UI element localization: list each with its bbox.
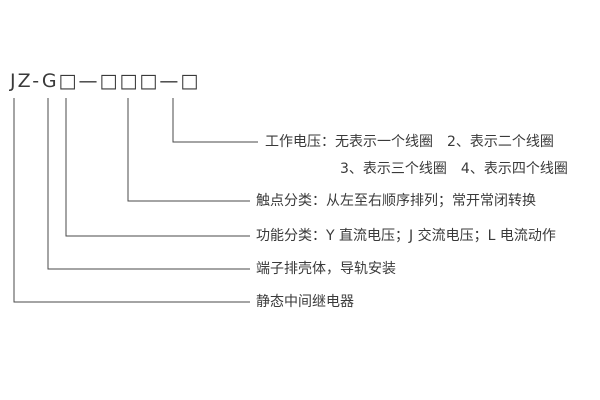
callout-contact-classification: 触点分类：从左至右顺序排列；常开常闭转换 — [256, 193, 536, 209]
callout-function-classification: 功能分类：Y 直流电压；J 交流电压；L 电流动作 — [256, 228, 556, 244]
model-code: JZ-G□—□□□—□ — [10, 70, 201, 92]
callout-relay-type: 静态中间继电器 — [256, 294, 354, 310]
callout-working-voltage-line1: 工作电压：无表示一个线圈 2、表示二个线圈 — [265, 134, 554, 150]
callout-working-voltage-line2: 3、表示三个线圈 4、表示四个线圈 — [340, 161, 568, 177]
callout-housing-mounting: 端子排壳体，导轨安装 — [256, 261, 396, 277]
